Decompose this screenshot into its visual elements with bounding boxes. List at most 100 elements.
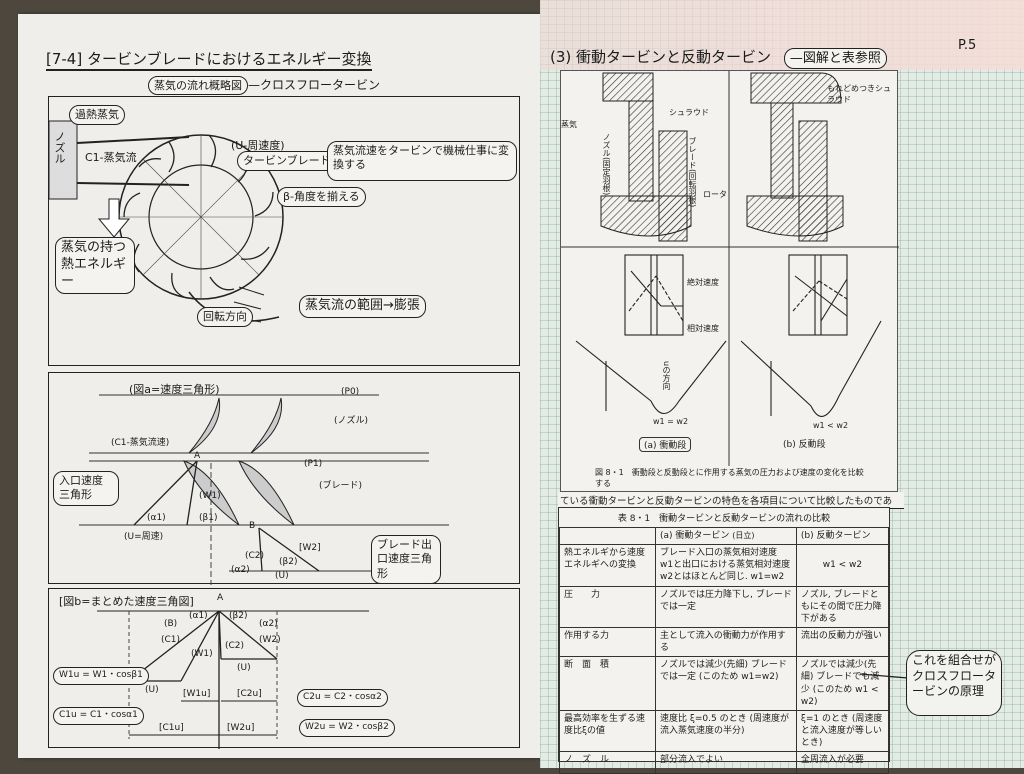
c1: (C1) xyxy=(161,635,181,645)
subtitle-bubble: 蒸気の流れ概略図 xyxy=(148,76,248,95)
velocity-triangle-section: (図a=速度三角形) (P0) (ノズル) (P1) (ブレード) A B 入口… xyxy=(48,372,520,585)
paper-tint xyxy=(540,0,1024,70)
beta2: (β2) xyxy=(229,611,248,621)
nozzle-shape xyxy=(49,120,78,200)
c1u-dimension: [C1u] xyxy=(159,723,184,733)
impulse-cell: ノズルでは圧力降下し, ブレードでは一定 xyxy=(655,585,797,628)
blade-label-fig: ブレード(回転羽根) xyxy=(688,137,697,208)
row-label: 断 面 積 xyxy=(559,656,656,711)
u2-label: (U) xyxy=(275,571,289,581)
combined-vectors xyxy=(128,610,278,749)
steam-flow-label: C1-蒸気流 xyxy=(85,151,137,164)
point-b-label: B xyxy=(249,521,256,531)
reaction-cell: w1 < w2 xyxy=(795,544,890,587)
cross-flow-principle-callout: これを組合せがクロスフロータービンの原理 xyxy=(906,650,1002,716)
row-label: 圧 力 xyxy=(559,585,656,628)
leak-shroud-label: もれどめつきシュラウド xyxy=(827,84,891,104)
right-title-note: —図解と表参照 xyxy=(783,48,887,69)
nozzle-label-fig: ノズル(固定羽根) xyxy=(602,133,611,196)
convert-note-bubble: 蒸気流速をタービンで機械仕事に変換する xyxy=(327,141,517,181)
comparison-table: (a) 衝動タービン (日立) (b) 反動タービン 熱エネルギから速度エネルギ… xyxy=(559,526,890,774)
nozzle-profiles xyxy=(188,397,283,454)
impulse-cell: 主として流入の衝動力が作用する xyxy=(655,626,797,658)
eq-c2u: C2u = C2・cosα2 xyxy=(297,689,388,707)
p0-label: (P0) xyxy=(341,387,360,397)
blade-label: (ブレード) xyxy=(319,481,363,491)
table-title: 表 8・1 衝動タービンと反動タービンの流れの比較 xyxy=(617,514,831,524)
p1-label: (P1) xyxy=(304,459,323,469)
reaction-stage-label: (b) 反動段 xyxy=(783,440,826,450)
alpha1-label: (α1) xyxy=(147,513,166,523)
impulse-stage-section xyxy=(600,72,692,242)
velocity-triangle-drawing xyxy=(79,394,449,585)
point-a: A xyxy=(217,593,224,603)
row-label: 最高効率を生ずる速度比ξの値 xyxy=(559,709,656,753)
outlet-triangle-bubble: ブレード出口速度三角形 xyxy=(371,535,441,584)
table-row: ノ ズ ル部分流入でよい全周流入が必要 xyxy=(559,751,890,774)
subtitle-suffix: —クロスフロータービン xyxy=(248,78,381,92)
inlet-triangle-bubble: 入口速度三角形 xyxy=(53,471,119,506)
thermal-energy-bubble: 蒸気の持つ熱エネルギー xyxy=(55,237,135,294)
figure-b-title: [図b=まとめた速度三角図] xyxy=(59,595,194,608)
table-row: 熱エネルギから速度エネルギへの変換ブレード入口の蒸気相対速度 w1と出口における… xyxy=(559,544,890,587)
absolute-velocity-label: 絶対速度 xyxy=(687,278,719,287)
beta1-label: (β1) xyxy=(199,513,218,523)
impulse-cell: 部分流入でよい xyxy=(655,751,797,774)
reaction-cell: ノズル, ブレードともにその間で圧力降下がある xyxy=(795,585,890,628)
right-title: (3) 衝動タービンと反動タービン —図解と表参照 xyxy=(550,46,887,69)
header-cell-empty xyxy=(559,526,656,546)
w1u-dimension: [W1u] xyxy=(183,689,211,699)
c2-label: (C2) xyxy=(245,551,265,561)
down-arrow-icon xyxy=(97,198,131,238)
u-label: (U=周速) xyxy=(124,532,164,542)
table-row: 最高効率を生ずる速度比ξの値速度比 ξ=0.5 のとき (周速度が流入蒸気速度の… xyxy=(559,709,890,753)
right-title-text: (3) 衝動タービンと反動タービン xyxy=(550,48,772,66)
turbine-blade-label: タービンブレード xyxy=(237,151,337,172)
header-cell-reaction: (b) 反動タービン xyxy=(795,526,890,546)
superheated-steam-label: 過熱蒸気 xyxy=(69,105,125,126)
table-row: 作用する力主として流入の衝動力が作用する流出の反動力が強い xyxy=(559,626,890,658)
u: (U) xyxy=(237,663,251,673)
w1: (W1) xyxy=(191,649,213,659)
comparison-table-container: 表 8・1 衝動タービンと反動タービンの流れの比較 (a) 衝動タービン (日立… xyxy=(558,507,890,774)
pressure-velocity-plots xyxy=(575,254,882,417)
relative-velocity-label: 相対速度 xyxy=(687,324,719,333)
nozzle-label: ノズル xyxy=(53,131,66,164)
w2u-dimension: [W2u] xyxy=(227,723,255,733)
right-graph-paper-page: (3) 衝動タービンと反動タービン —図解と表参照 P.5 蒸気 シュラウド も… xyxy=(540,0,1024,774)
eq-w2u: W2u = W2・cosβ2 xyxy=(299,719,395,737)
callout-connector xyxy=(860,673,909,679)
left-notebook-page: [7-4] タービンブレードにおけるエネルギー変換 蒸気の流れ概略図—クロスフロ… xyxy=(18,14,540,758)
table-row: 断 面 積ノズルでは減少(先細) ブレードでは一定 (このため w1=w2)ノズ… xyxy=(559,656,890,711)
header-note: (日立) xyxy=(732,531,755,540)
alpha2-label: (α2) xyxy=(231,565,250,575)
impulse-cell: 速度比 ξ=0.5 のとき (周速度が流入蒸気速度の半分) xyxy=(655,709,797,753)
point-a-label: A xyxy=(194,451,201,461)
printed-figure-8-1: 蒸気 シュラウド もれどめつきシュラウド ノズル(固定羽根) ブレード(回転羽根… xyxy=(560,70,899,492)
page-title: [7-4] タービンブレードにおけるエネルギー変換 xyxy=(46,48,372,71)
reaction-cell: 全周流入が必要 xyxy=(795,751,890,774)
reaction-cell: 流出の反動力が強い xyxy=(795,626,890,658)
triangle-vectors xyxy=(133,460,320,572)
w2: (W2) xyxy=(259,635,281,645)
figure-caption: 図 8・1 衝動段と反動段とに作用する蒸気の圧力および速度の変化を比較する xyxy=(595,468,864,489)
cross-flow-turbine-drawing xyxy=(49,120,284,323)
u-direction-label: uの方向 xyxy=(662,361,671,391)
rotation-direction-label: 回転方向 xyxy=(197,307,253,328)
turbine-spokes xyxy=(119,135,283,299)
row-label: ノ ズ ル xyxy=(559,751,656,774)
header-cell-impulse: (a) 衝動タービン (日立) xyxy=(655,526,797,546)
turbine-stage-figures xyxy=(561,71,899,466)
rotor-label: ロータ xyxy=(703,190,727,199)
impulse-equation: w1 = w2 xyxy=(653,417,689,426)
nozzle-lower-wall xyxy=(76,182,190,186)
c2u-dimension: [C2u] xyxy=(237,689,262,699)
page-number: P.5 xyxy=(958,38,977,53)
eq-w1u: W1u = W1・cosβ1 xyxy=(53,667,149,685)
eq-c1u: C1u = C1・cosα1 xyxy=(53,707,144,725)
figure-a-title: (図a=速度三角形) xyxy=(129,383,220,396)
table-header-row: (a) 衝動タービン (日立) (b) 反動タービン xyxy=(559,526,890,546)
w2-label: [W2] xyxy=(299,543,321,553)
steam-flow-diagram-section: 過熱蒸気 ノズル C1-蒸気流 (U-周速度) タービンブレード 蒸気流速をター… xyxy=(48,96,520,366)
combined-triangle-section: [図b=まとめた速度三角図] A (B) (α1) (C1) (W1) (β2)… xyxy=(48,588,520,749)
